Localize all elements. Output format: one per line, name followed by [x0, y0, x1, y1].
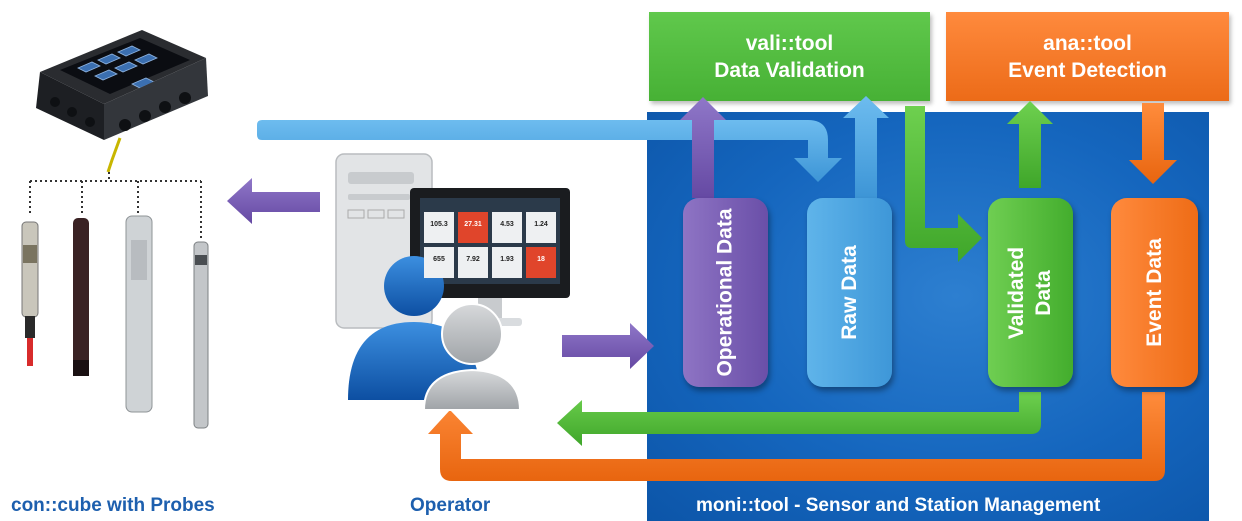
- raw-to-vali-arrow: [843, 96, 889, 198]
- ana-tool-name: ana::tool: [1043, 31, 1132, 55]
- operational-data-label: Operational Data: [714, 208, 738, 377]
- moni-tool-caption: moni::tool - Sensor and Station Manageme…: [696, 495, 1101, 516]
- monitor-tile: 1.24: [526, 212, 556, 243]
- concube-caption: con::cube with Probes: [11, 495, 215, 516]
- con-cube-controller-icon: [36, 30, 208, 173]
- validated-to-ana-arrow: [1007, 101, 1053, 188]
- ana-to-event-arrow: [1129, 103, 1177, 184]
- monitor-tile: 18: [526, 247, 556, 278]
- monitor-tile: 1.93: [492, 247, 522, 278]
- monitor-tile: 105.3: [424, 212, 454, 243]
- ana-tool-function: Event Detection: [1008, 58, 1167, 82]
- validated-data-line2: Data: [1032, 269, 1056, 316]
- probe-cable-lines: [29, 172, 202, 240]
- validated-data-line1: Validated: [1005, 246, 1029, 339]
- operator-caption: Operator: [410, 495, 491, 516]
- probe-sensors-icon: [21, 215, 209, 429]
- validated-data-pill: Validated Data: [988, 198, 1073, 387]
- raw-data-label: Raw Data: [838, 245, 861, 340]
- monitor-tile: 27.31: [458, 212, 488, 243]
- monitor-tile: 655: [424, 247, 454, 278]
- control-to-cube-arrow: [227, 178, 320, 224]
- raw-data-pill: Raw Data: [807, 198, 892, 387]
- validated-data-label: Validated Data: [1004, 246, 1058, 338]
- validated-return-arrow: [557, 392, 1041, 446]
- operator-people-icon: [348, 256, 522, 411]
- vali-tool-function: Data Validation: [714, 58, 865, 82]
- event-data-pill: Event Data: [1111, 198, 1198, 387]
- operational-to-vali-arrow: [680, 97, 726, 198]
- vali-to-validated-arrow: [905, 106, 982, 262]
- vali-tool-box: vali::tool Data Validation: [649, 12, 930, 101]
- operational-data-pill: Operational Data: [683, 198, 768, 387]
- ana-tool-box: ana::tool Event Detection: [946, 12, 1229, 101]
- monitor-dashboard: 105.3 27.31 4.53 1.24 655 7.92 1.93 18: [420, 210, 560, 280]
- vali-tool-name: vali::tool: [745, 31, 834, 55]
- operator-to-operational-arrow: [562, 323, 654, 369]
- monitor-tile: 4.53: [492, 212, 522, 243]
- event-data-label: Event Data: [1143, 238, 1167, 347]
- event-return-arrow: [428, 392, 1165, 481]
- monitor-tile: 7.92: [458, 247, 488, 278]
